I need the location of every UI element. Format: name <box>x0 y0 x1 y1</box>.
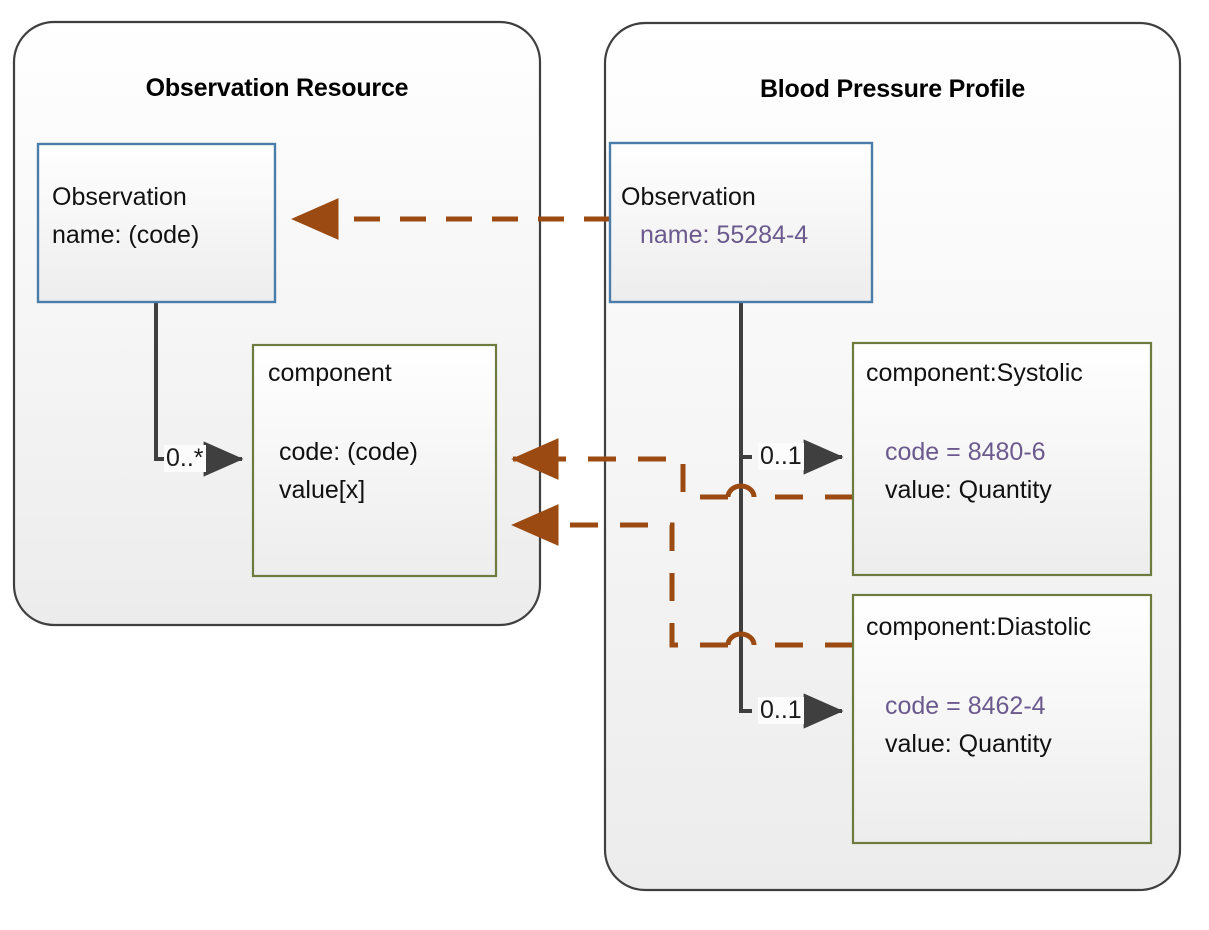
class-box-component-diastolic[interactable] <box>851 593 1153 845</box>
realization-diastolic-hop <box>725 631 757 646</box>
component-diastolic-attribute-value: value: Quantity <box>885 730 1052 758</box>
component-diastolic-constraint-code: code = 8462-4 <box>885 692 1046 720</box>
class-box-observation-base[interactable] <box>36 142 277 304</box>
component-systolic-attribute-value: value: Quantity <box>885 476 1052 504</box>
aggregation-arrowheads <box>203 439 844 729</box>
component-base-attribute-code: code: (code) <box>279 438 418 466</box>
component-base-class-name: component <box>268 359 392 387</box>
multiplicity-diastolic: 0..1 <box>758 696 804 724</box>
observation-profiled-class-name: Observation <box>621 183 756 211</box>
realization-systolic <box>511 438 853 500</box>
multiplicity-observation-component: 0..* <box>164 444 206 472</box>
observation-base-class-name: Observation <box>52 183 187 211</box>
class-box-component-systolic[interactable] <box>851 341 1153 577</box>
observation-base-attribute-name: name: (code) <box>52 221 200 249</box>
panel-title-observation-resource: Observation Resource <box>145 74 409 102</box>
observation-profiled-attribute-name: name: 55284-4 <box>640 221 809 249</box>
component-systolic-class-name: component:Systolic <box>866 359 1083 387</box>
multiplicity-systolic: 0..1 <box>758 442 804 470</box>
component-diastolic-class-name: component:Diastolic <box>866 613 1092 641</box>
component-systolic-constraint-code: code = 8480-6 <box>885 438 1046 466</box>
class-box-observation-profiled[interactable] <box>608 141 874 304</box>
component-systolic-text-clip: component:Systolic code = 8480-6 value: … <box>855 345 1150 573</box>
component-diastolic-text-clip: component:Diastolic code = 8462-4 value:… <box>855 597 1150 841</box>
realization-diastolic-seg-b <box>511 504 728 648</box>
realization-systolic-hop <box>725 483 757 498</box>
panel-title-blood-pressure-profile: Blood Pressure Profile <box>759 75 1026 103</box>
realization-systolic-seg-b <box>511 438 728 500</box>
component-base-attribute-value: value[x] <box>279 476 366 504</box>
connector-profiled-to-diastolic <box>739 457 752 713</box>
class-box-component-base[interactable] <box>251 343 498 578</box>
realization-diastolic <box>511 504 853 648</box>
